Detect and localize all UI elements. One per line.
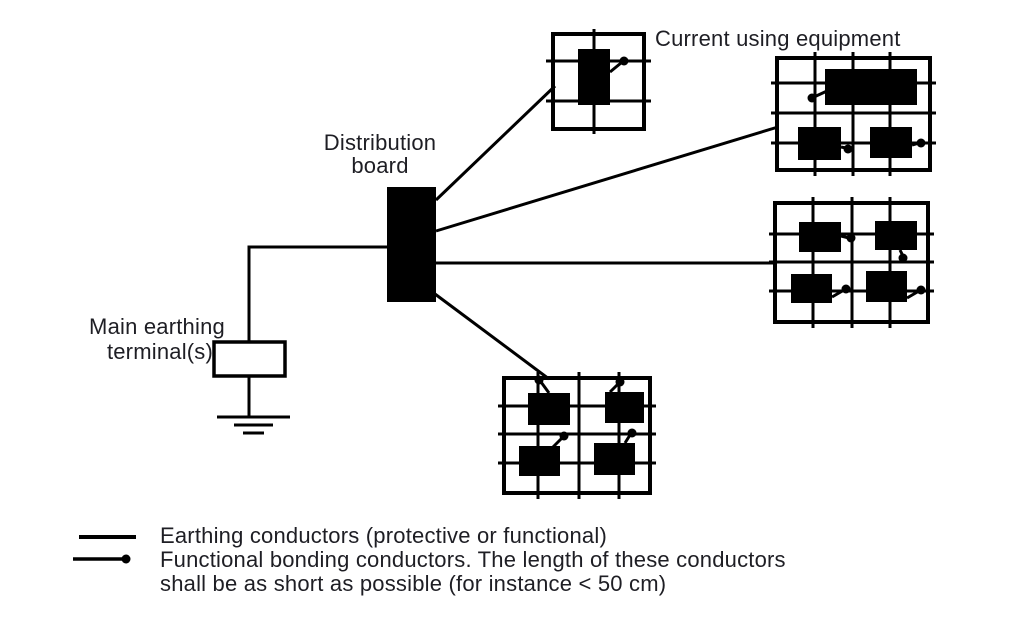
current-using-equipment-label: Current using equipment (655, 26, 901, 51)
box4-bonding-dot-2 (615, 377, 625, 387)
box2-appliance-large (825, 69, 917, 105)
main-earthing-terminal-label-line1: Main earthing (89, 314, 225, 339)
box3-bonding-conductor-3 (831, 288, 845, 299)
box1-frame (551, 32, 646, 131)
main-earthing-terminal-label-line2: terminal(s) (107, 339, 213, 364)
box4-bonding-dot-3 (559, 431, 569, 441)
distribution-board-label-line1: Distribution (324, 130, 436, 155)
box4-bonding-conductor-2 (608, 382, 620, 394)
box2-appliance-right (870, 127, 912, 158)
box2-bonding-dot-1 (807, 93, 817, 103)
box3-appliance-ur (875, 221, 917, 250)
earth-ground-symbol (217, 376, 290, 435)
earthing-conductors (247, 84, 779, 381)
equipment-box-2 (771, 52, 936, 176)
distribution-board-label-line2: board (351, 153, 408, 178)
box4-bonding-conductor-1 (539, 381, 551, 394)
box4-appliance-ur (605, 392, 644, 423)
legend: Earthing conductors (protective or funct… (73, 523, 786, 596)
box1-bonding-conductor (609, 61, 622, 74)
box2-bonding-conductor-1 (813, 89, 828, 99)
box3-frame (773, 201, 930, 324)
box3-appliance-ul (799, 222, 841, 252)
legend-earthing-label: Earthing conductors (protective or funct… (160, 523, 607, 548)
legend-bonding-label-line2: shall be as short as possible (for insta… (160, 571, 666, 596)
conductor-board-to-box2 (435, 125, 779, 233)
box4-frame (502, 376, 652, 495)
box2-appliance-left (798, 127, 841, 160)
box4-bonding-conductor-3 (551, 436, 564, 449)
box3-bonding-dot-4 (916, 285, 926, 295)
box4-appliance-lr (594, 443, 635, 475)
legend-bonding-label-line1: Functional bonding conductors. The lengt… (160, 547, 786, 572)
box4-bonding-dot-1 (534, 375, 544, 385)
box3-bonding-conductor-4 (906, 289, 920, 300)
conductor-board-to-box1 (434, 84, 557, 202)
box3-appliance-ll (791, 274, 832, 303)
box1-bonding-dot (619, 56, 629, 66)
box3-bonding-dot-2 (898, 253, 908, 263)
box3-bonding-dot-3 (841, 284, 851, 294)
box2-bonding-dot-3 (916, 138, 926, 148)
box3-appliance-lr (866, 271, 907, 302)
box4-appliance-ul (528, 393, 570, 425)
box1-appliance (578, 49, 610, 105)
box2-bonding-dot-2 (843, 144, 853, 154)
equipment-box-1 (546, 29, 651, 134)
equipment-box-4 (498, 372, 656, 499)
legend-bonding-dot-symbol (121, 554, 131, 564)
conductor-board-to-box4 (434, 292, 550, 381)
box4-appliance-ll (519, 446, 560, 476)
box3-bonding-dot-1 (846, 233, 856, 243)
equipment-box-3 (769, 197, 934, 328)
main-earthing-terminal (212, 340, 287, 378)
box4-bonding-dot-4 (627, 428, 637, 438)
distribution-board (387, 187, 436, 302)
box2-frame (775, 56, 932, 172)
